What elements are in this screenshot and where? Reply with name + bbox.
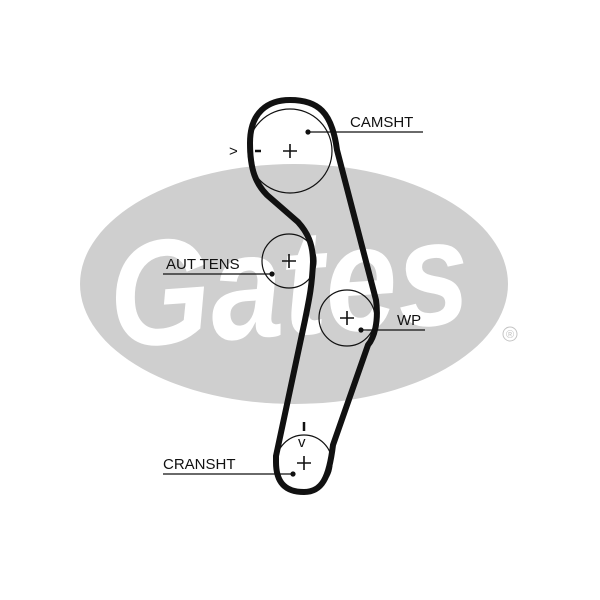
water-pump-centre-cross bbox=[340, 311, 354, 325]
timing-belt bbox=[247, 97, 380, 495]
camsht-leader-dot bbox=[305, 129, 311, 135]
tensioner-centre-cross bbox=[282, 254, 296, 268]
gates-logo-watermark: Gates ® bbox=[80, 164, 518, 404]
leader-lines bbox=[163, 129, 425, 477]
registered-mark-circle bbox=[502, 326, 518, 342]
logo-text: Gates bbox=[103, 187, 474, 380]
aut-tens-label: AUT TENS bbox=[166, 256, 240, 273]
tensioner-pulley bbox=[261, 233, 317, 289]
crankshaft-centre-cross bbox=[297, 456, 311, 470]
camshaft-centre-cross bbox=[283, 144, 297, 158]
timing-marks: > v bbox=[229, 143, 306, 451]
cam-timing-arrow: > bbox=[229, 143, 238, 160]
wp-label: WP bbox=[397, 312, 421, 329]
wp-leader-dot bbox=[358, 327, 364, 333]
cransht-label: CRANSHT bbox=[163, 456, 236, 473]
registered-mark: ® bbox=[506, 329, 514, 341]
crank-timing-arrow: v bbox=[298, 434, 306, 451]
cransht-leader-dot bbox=[290, 471, 296, 477]
pulley-centres bbox=[282, 144, 354, 470]
aut-tens-leader-dot bbox=[269, 271, 275, 277]
logo-ellipse bbox=[80, 164, 508, 404]
camsht-label: CAMSHT bbox=[350, 114, 413, 131]
